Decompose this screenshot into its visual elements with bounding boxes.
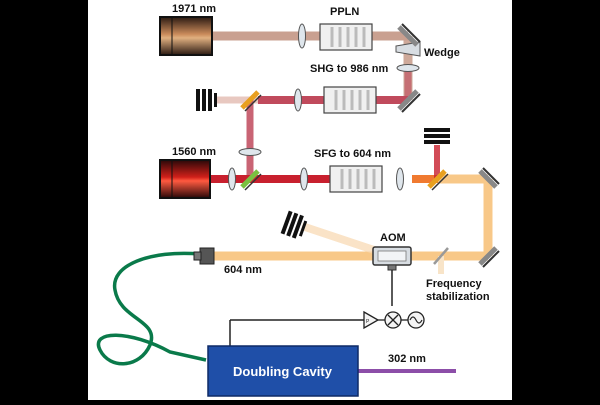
label-aom: AOM [380, 232, 406, 244]
aom-icon [372, 246, 412, 271]
label-302nm: 302 nm [388, 353, 426, 365]
laser-icon [159, 159, 211, 199]
beam-dump-icon [280, 210, 308, 239]
label-ppln: PPLN [330, 6, 359, 18]
mixer-icon [384, 311, 402, 329]
label-shg: SHG to 986 nm [310, 63, 388, 75]
lens-icon [294, 88, 302, 112]
mirror-icon [478, 167, 500, 189]
beam-dump-icon [196, 89, 217, 111]
label-wedge: Wedge [424, 47, 460, 59]
dichroic-mirror-icon [240, 90, 262, 112]
lens-icon [300, 167, 308, 191]
svg-text:P: P [366, 319, 370, 325]
ppln-crystal-2 [323, 86, 377, 114]
label-stabilization: stabilization [426, 291, 490, 303]
label-fiber-wavelength: 604 nm [224, 264, 262, 276]
label-frequency: Frequency [426, 278, 483, 290]
lens-icon [228, 167, 236, 191]
dichroic-mirror-icon [240, 169, 262, 191]
pickoff-plate-icon [433, 247, 449, 265]
label-1971nm: 1971 nm [172, 3, 216, 15]
beam-aom-diffracted [300, 222, 388, 258]
label-sfg: SFG to 604 nm [314, 148, 391, 160]
beam-dump-icon [424, 128, 450, 144]
mirror-icon [478, 246, 500, 268]
dichroic-mirror-icon [427, 169, 449, 191]
mirror-icon [397, 23, 421, 47]
label-doubling-cavity: Doubling Cavity [233, 364, 333, 379]
fiber-coupler-icon [193, 247, 215, 265]
laser-icon [159, 16, 213, 56]
label-1560nm: 1560 nm [172, 146, 216, 158]
mirror-icon [397, 89, 421, 113]
oscillator-icon [407, 311, 425, 329]
ppln-crystal-3 [329, 165, 383, 193]
lens-icon [298, 23, 306, 49]
lens-icon [396, 167, 404, 191]
lens-icon [238, 148, 262, 156]
optical-fiber [96, 251, 207, 366]
ppln-crystal-1 [319, 23, 373, 51]
doubling-cavity-box [207, 345, 359, 397]
amplifier-icon: P [363, 310, 380, 330]
diagram-background [88, 0, 512, 400]
lens-icon [396, 64, 420, 72]
